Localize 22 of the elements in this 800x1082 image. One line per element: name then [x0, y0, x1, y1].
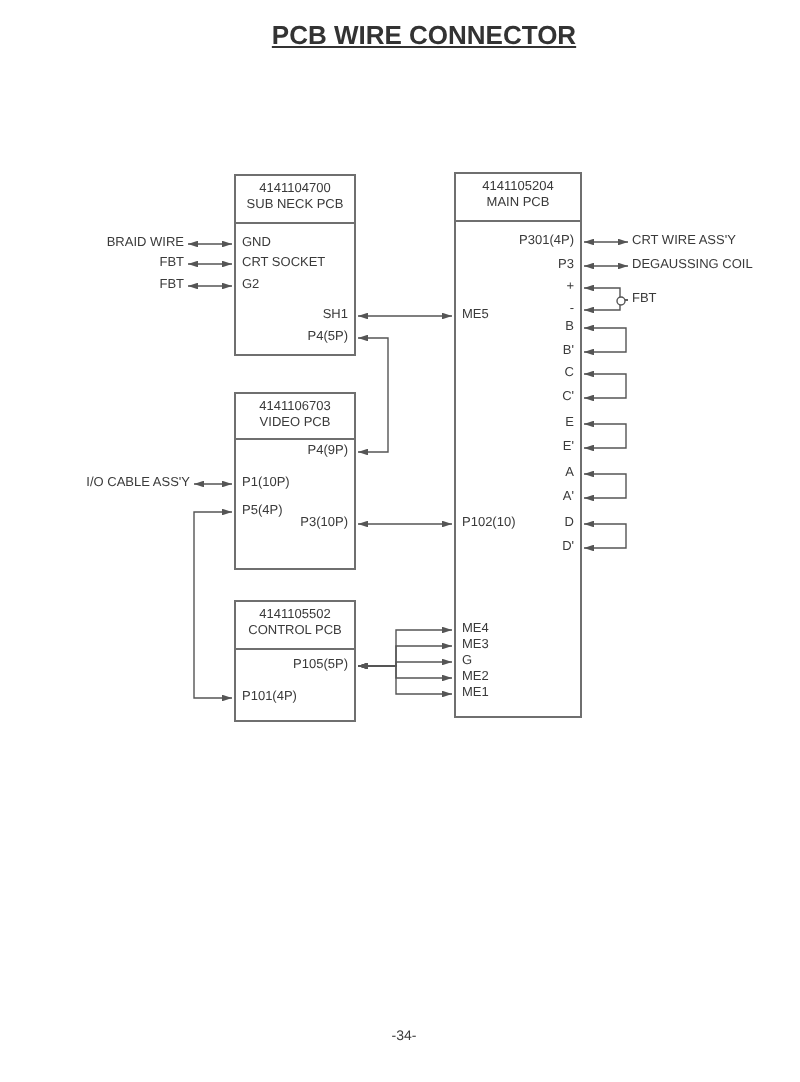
connector-arrow [583, 299, 629, 314]
connector-arrow [187, 240, 233, 248]
pcb-block [234, 174, 356, 356]
connector-arrow [583, 238, 629, 246]
connector-arrow [357, 520, 453, 528]
connector-arrow [187, 260, 233, 268]
connector-arrow [583, 520, 627, 552]
connector-arrow [187, 282, 233, 290]
connector-arrow [357, 662, 453, 698]
connector-arrow [193, 508, 233, 702]
connector-arrow [583, 370, 627, 402]
connector-arrow [583, 470, 627, 502]
connector-arrow [193, 480, 233, 488]
connector-arrow [357, 334, 389, 456]
pcb-block [234, 600, 356, 722]
pcb-block [234, 392, 356, 570]
pcb-block [454, 172, 582, 718]
connector-arrow [583, 420, 627, 452]
connector-arrow [583, 324, 627, 356]
page-title: PCB WIRE CONNECTOR [271, 20, 577, 50]
connector-arrow [583, 262, 629, 270]
connector-arrow [357, 312, 453, 320]
